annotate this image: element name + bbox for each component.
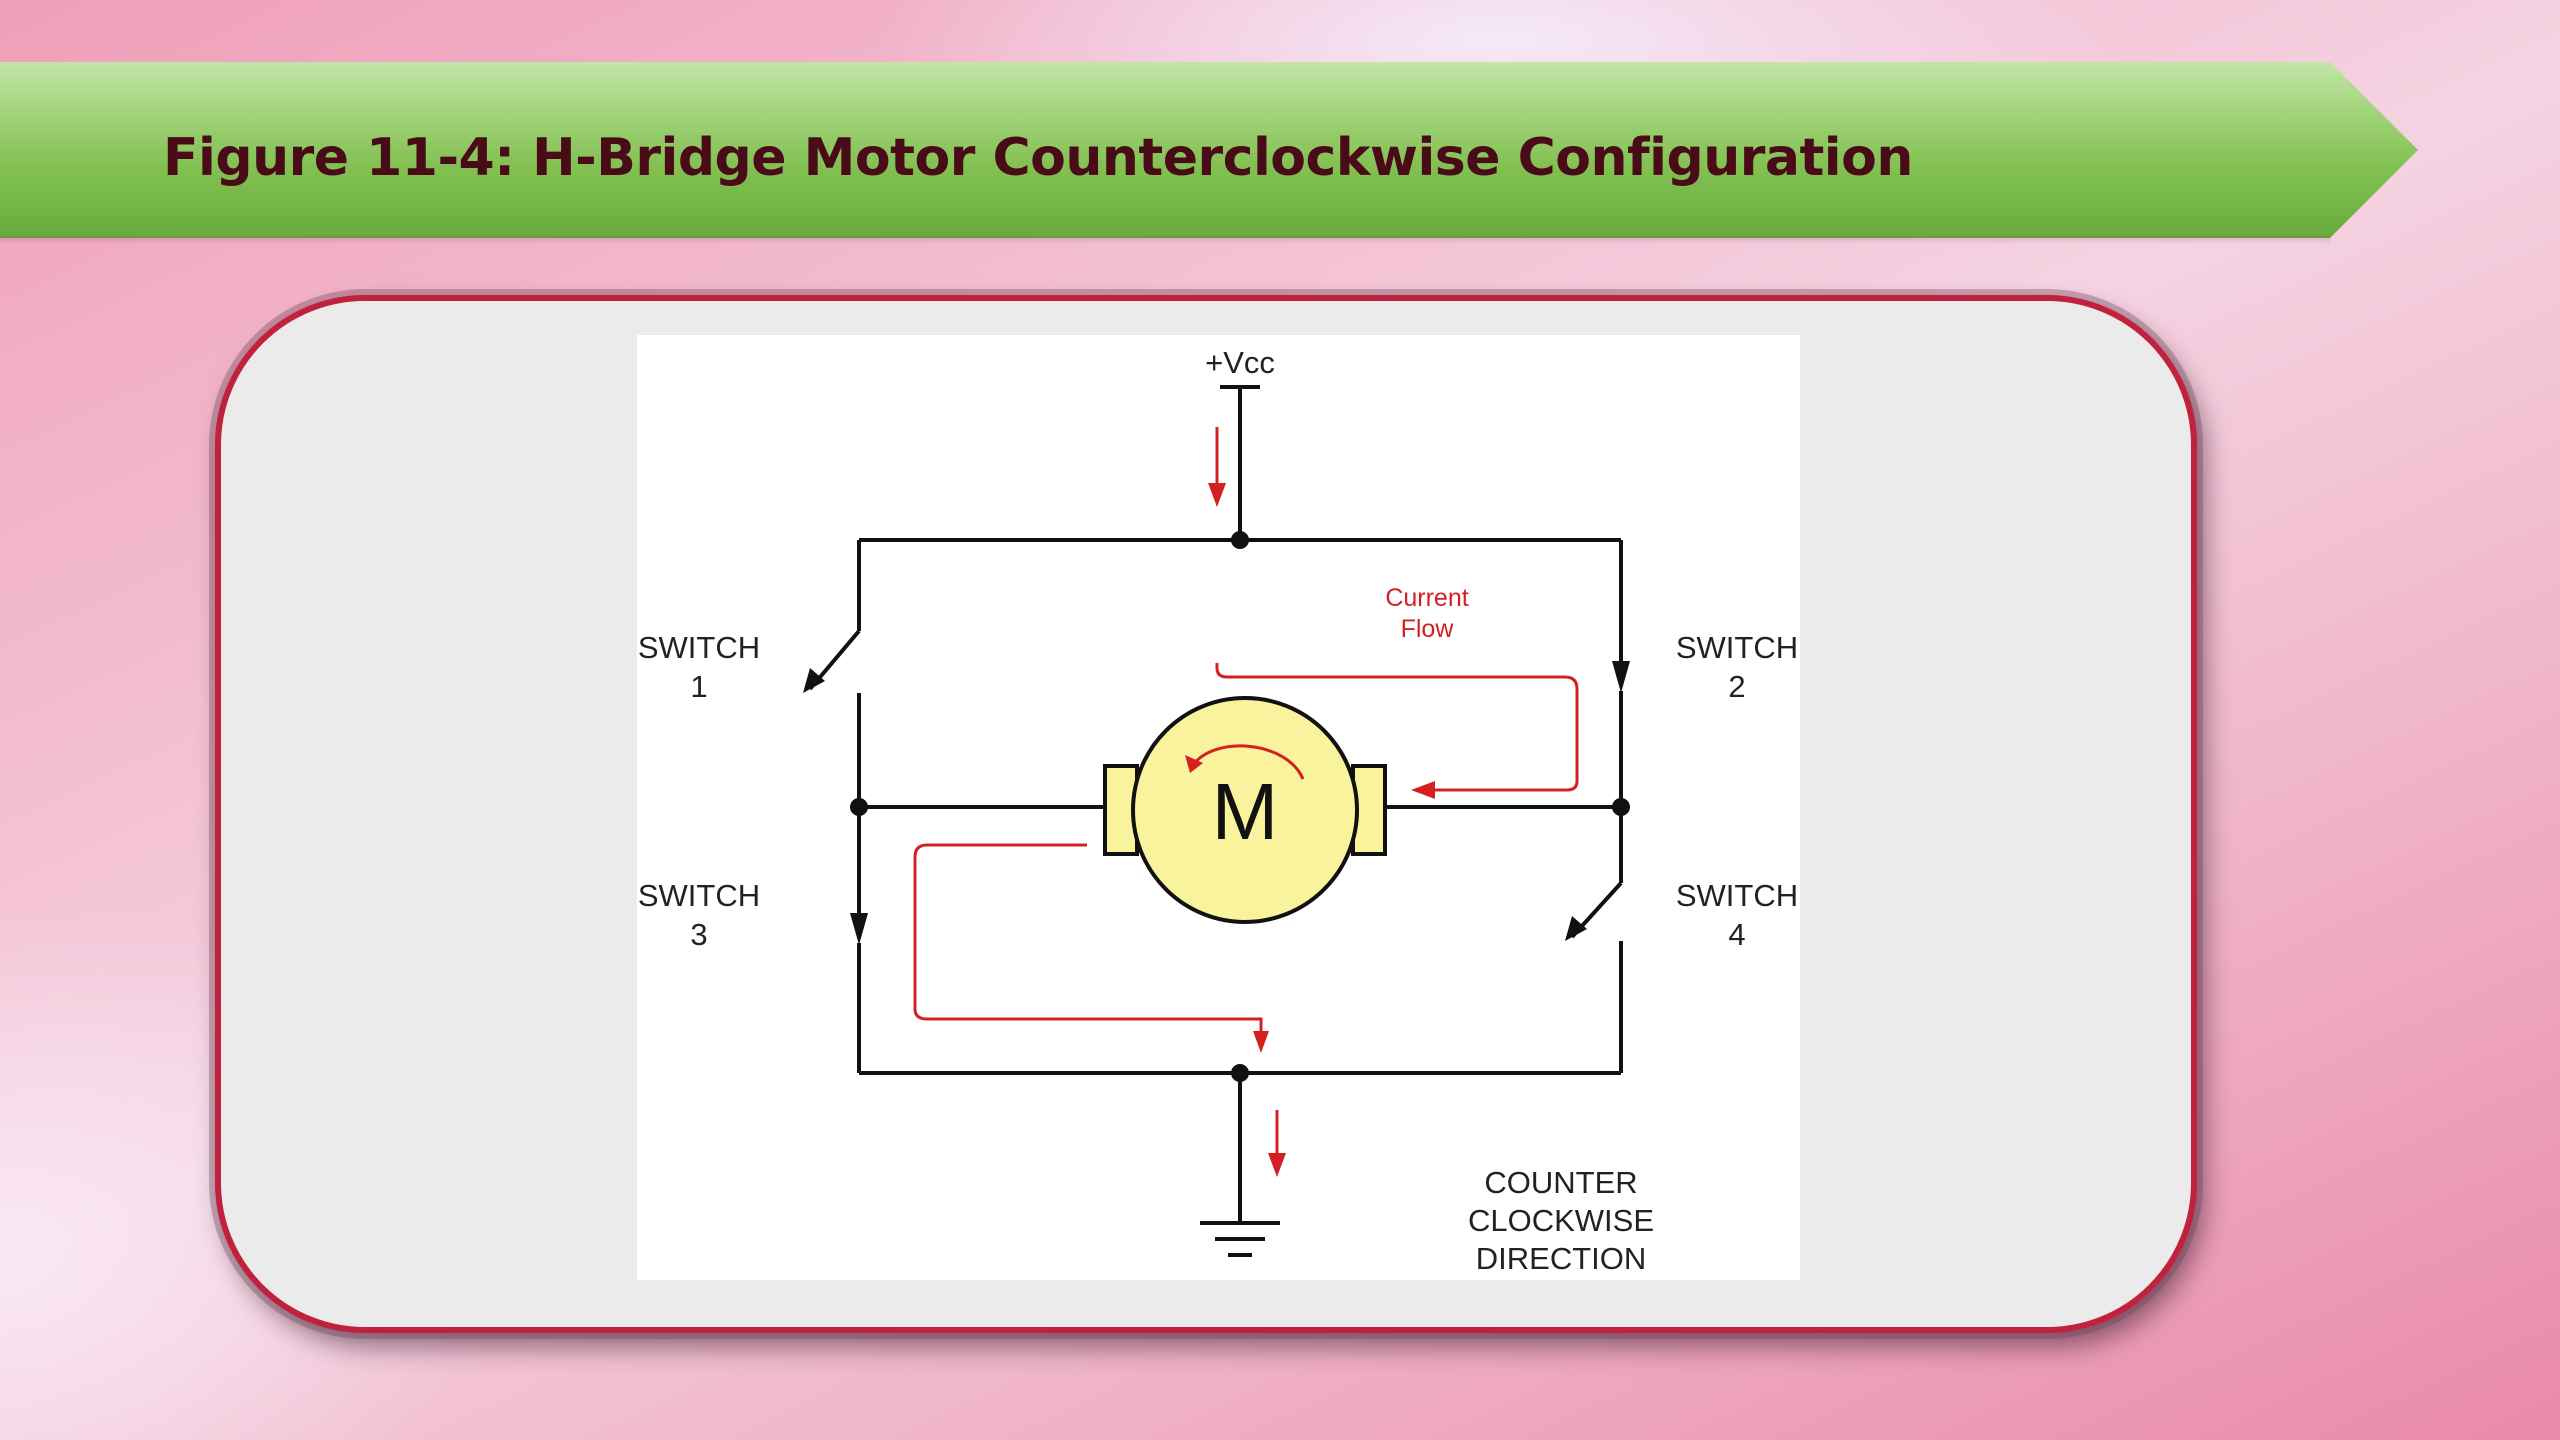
direction-label-line2: CLOCKWISE <box>1468 1203 1654 1238</box>
top-node <box>1231 531 1249 549</box>
ground-icon <box>1200 1221 1280 1257</box>
slide-title: Figure 11-4: H-Bridge Motor Counterclock… <box>163 128 1913 188</box>
switch-3-arrowhead <box>850 913 868 945</box>
switch-2-number: 2 <box>1728 669 1745 704</box>
switch-4-number: 4 <box>1728 917 1745 952</box>
switch-1-arrowhead <box>803 668 825 693</box>
switch-1-label: SWITCH <box>638 630 760 665</box>
switch-4-arrowhead <box>1565 916 1587 941</box>
switch-1-number: 1 <box>690 669 707 704</box>
direction-label-line3: DIRECTION <box>1476 1241 1647 1276</box>
switch-3-label: SWITCH <box>638 878 760 913</box>
current-flow-label-line2: Flow <box>1401 615 1455 643</box>
switch-2-label: SWITCH <box>1676 630 1798 665</box>
title-banner <box>0 62 2418 238</box>
motor-label: M <box>1212 767 1279 856</box>
left-mid-node <box>850 798 868 816</box>
right-mid-node <box>1612 798 1630 816</box>
ground-current-arrow <box>1268 1110 1286 1177</box>
current-flow-path <box>913 663 1579 1053</box>
direction-label-line1: COUNTER <box>1484 1165 1637 1200</box>
rotation-arrow-icon <box>1185 744 1305 780</box>
h-bridge-diagram: +Vcc <box>637 335 1800 1280</box>
switch-2-arrowhead <box>1612 661 1630 693</box>
vcc-label: +Vcc <box>1205 345 1275 380</box>
motor-icon <box>1103 696 1387 924</box>
switch-3-number: 3 <box>690 917 707 952</box>
current-flow-label-line1: Current <box>1385 584 1468 612</box>
banner-shadow <box>0 236 2330 244</box>
supply-current-arrow <box>1208 427 1226 507</box>
switch-4-label: SWITCH <box>1676 878 1798 913</box>
